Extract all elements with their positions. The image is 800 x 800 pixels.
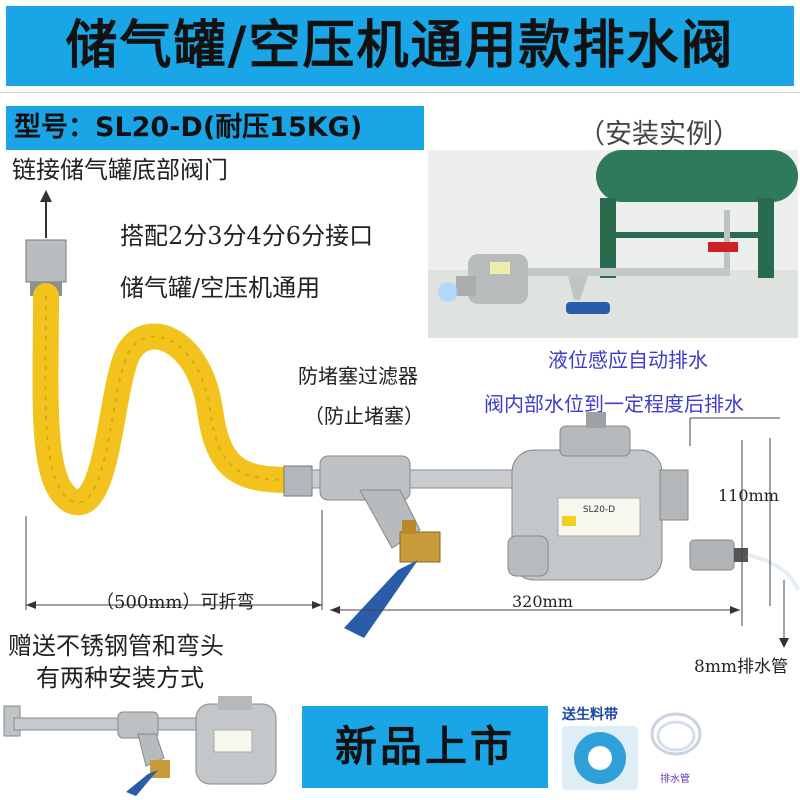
note-gift-line2: 有两种安装方式 [36, 664, 204, 692]
arrow-up-icon [40, 190, 52, 202]
installation-photo-drawing [428, 150, 798, 338]
hose-ribs [44, 295, 291, 504]
valve-handle [344, 560, 418, 638]
drain-tube-label: 排水管 [660, 774, 690, 785]
product-drawing: SL20-D [25, 190, 800, 648]
note-drain-level: 阀内部水位到一定程度后排水 [484, 392, 744, 416]
bottom-product-drawing [3, 696, 277, 796]
installation-photo [428, 150, 798, 338]
note-universal: 储气罐/空压机通用 [120, 274, 321, 302]
note-gift-line1: 赠送不锈钢管和弯头 [8, 632, 224, 660]
arrow-down-icon [779, 638, 789, 648]
tape-label: 送生料带 [562, 707, 618, 723]
install-example-label: （安装实例） [578, 119, 740, 150]
note-filter: 防堵塞过滤器 [298, 364, 418, 388]
model-label: 型号：SL20-D(耐压15KG) [14, 112, 363, 143]
dim-height: 110mm [718, 486, 779, 505]
dim-body-length: 320mm [512, 592, 573, 611]
page-title: 储气罐/空压机通用款排水阀 [65, 16, 735, 76]
note-connect-bottom: 链接储气罐底部阀门 [12, 156, 228, 184]
device-label: SL20-D [583, 505, 615, 515]
model-label-box [6, 106, 424, 150]
note-fit-sizes: 搭配2分3分4分6分接口 [120, 222, 374, 250]
drain-tube-coil-icon [650, 712, 702, 756]
new-product-badge [302, 706, 548, 788]
note-filter-sub: （防止堵塞） [304, 404, 424, 428]
note-drain-pipe: 8mm排水管 [694, 657, 789, 677]
title-banner [0, 0, 800, 93]
drain-tube [747, 553, 800, 591]
dim-hose-length: （500mm）可折弯 [96, 592, 255, 613]
new-product-label: 新品上市 [334, 722, 515, 771]
yellow-hose [32, 283, 303, 515]
note-auto-drain: 液位感应自动排水 [548, 348, 708, 372]
tape-roll-icon [562, 726, 638, 790]
